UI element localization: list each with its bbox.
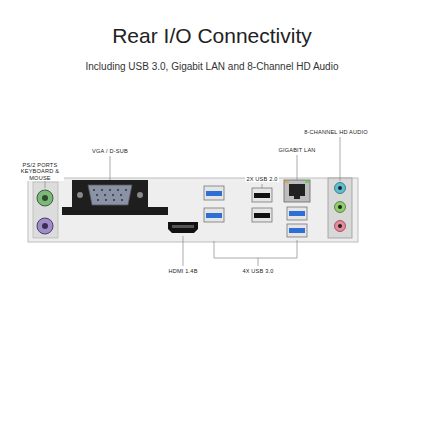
hdmi-port — [168, 222, 198, 233]
usb3-port — [204, 208, 224, 222]
usb3-tongue — [206, 213, 222, 218]
vga-housing — [72, 180, 148, 210]
jack-hole — [338, 224, 342, 228]
port-callout: 4X USB 3.0 — [241, 268, 274, 274]
vga-connector — [88, 185, 132, 205]
usb2-port — [252, 188, 272, 202]
usb3-port — [204, 186, 224, 200]
usb3-tongue — [206, 191, 222, 196]
audio-frame — [328, 178, 352, 238]
usb3-port — [287, 224, 307, 237]
lan-socket — [289, 184, 305, 199]
usb3-tongue — [289, 211, 305, 216]
hdmi-tongue — [172, 225, 194, 228]
port-callout: 8-CHANNEL HD AUDIO — [303, 129, 369, 135]
audio-jack-line-in — [335, 183, 346, 194]
lan-led — [305, 181, 309, 183]
usb2-tongue — [254, 213, 270, 218]
jack-hole — [338, 205, 342, 209]
lan-led — [285, 181, 289, 183]
page-title: Rear I/O Connectivity — [112, 24, 312, 48]
port-callout: 2X USB 2.0 — [245, 176, 278, 182]
ps2-mouse-port — [37, 190, 53, 206]
ps2-pin — [42, 223, 48, 229]
vga-pins — [93, 189, 127, 201]
leader-lines — [45, 137, 340, 266]
port-callout: PS/2 PORTS KEYBOARD & MOUSE — [16, 162, 64, 181]
usb2-tongue — [254, 193, 270, 198]
usb2-port — [252, 208, 272, 222]
audio-jack-line-out — [335, 202, 346, 213]
port-callout: HDMI 1.4B — [167, 268, 198, 274]
ps2-frame — [33, 182, 58, 238]
usb3-port — [287, 207, 307, 220]
usb3-tongue — [289, 228, 305, 233]
subtitle: Including USB 3.0, Gigabit LAN and 8-Cha… — [86, 61, 339, 73]
audio-jack-mic — [335, 221, 346, 232]
port-callout: VGA / D-SUB — [91, 148, 129, 154]
io-shield — [28, 178, 358, 242]
ps2-keyboard-port — [37, 218, 53, 234]
vga-screw — [137, 192, 143, 198]
vga-screw — [77, 192, 83, 198]
lan-port — [284, 180, 310, 202]
port-callout: GIGABIT LAN — [277, 147, 316, 153]
ps2-pin — [42, 195, 48, 201]
jack-hole — [338, 186, 342, 190]
shield-strip — [158, 207, 168, 215]
